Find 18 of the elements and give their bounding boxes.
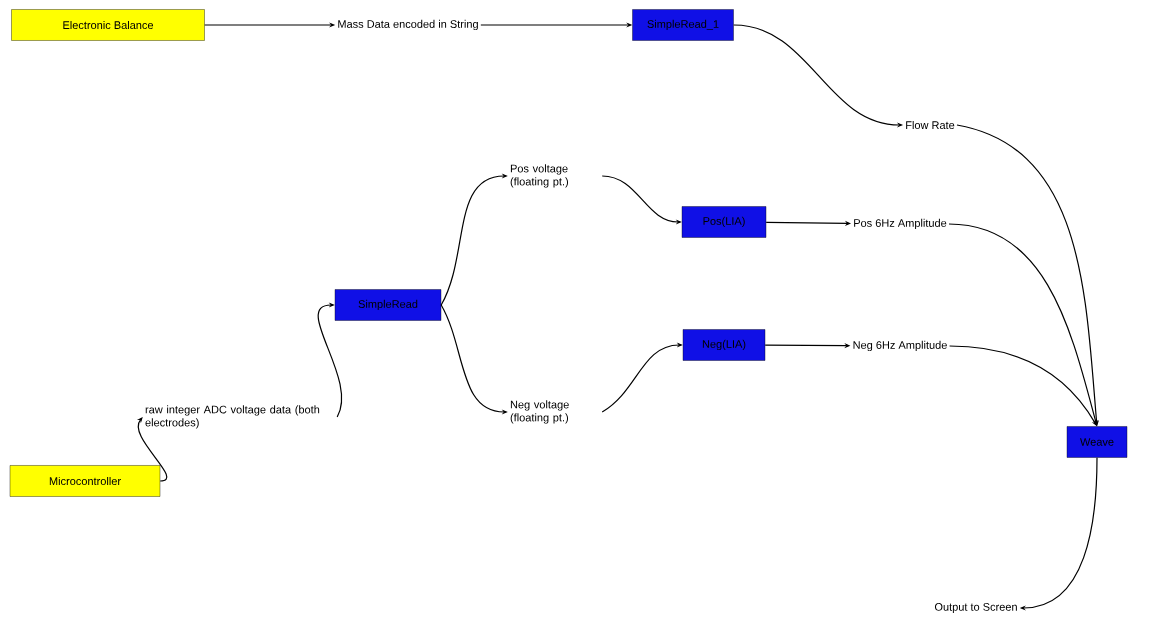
process-box: SimpleRead bbox=[334, 289, 442, 321]
data-label: raw integer ADC voltage data (both electrodes) bbox=[145, 405, 320, 429]
arrow bbox=[136, 417, 168, 482]
source-box: Electronic Balance bbox=[11, 9, 205, 41]
data-label: Mass Data encoded in String bbox=[338, 19, 478, 31]
process-box: SimpleRead_1 bbox=[632, 9, 734, 41]
data-label: Pos voltage (floating pt.) bbox=[510, 164, 568, 188]
data-label: Pos 6Hz Amplitude bbox=[854, 218, 947, 230]
data-label: Neg 6Hz Amplitude bbox=[853, 340, 947, 352]
source-box: Microcontroller bbox=[9, 465, 161, 497]
process-box: Weave bbox=[1066, 426, 1128, 458]
data-label: Neg voltage (floating pt.) bbox=[510, 400, 569, 424]
arrow bbox=[317, 302, 343, 418]
data-label: Flow Rate bbox=[906, 120, 955, 130]
data-label: Output to Screen bbox=[934, 603, 1017, 613]
process-box: Neg(LIA) bbox=[682, 329, 766, 361]
arrow bbox=[765, 220, 851, 226]
process-box: Pos(LIA) bbox=[681, 206, 767, 238]
